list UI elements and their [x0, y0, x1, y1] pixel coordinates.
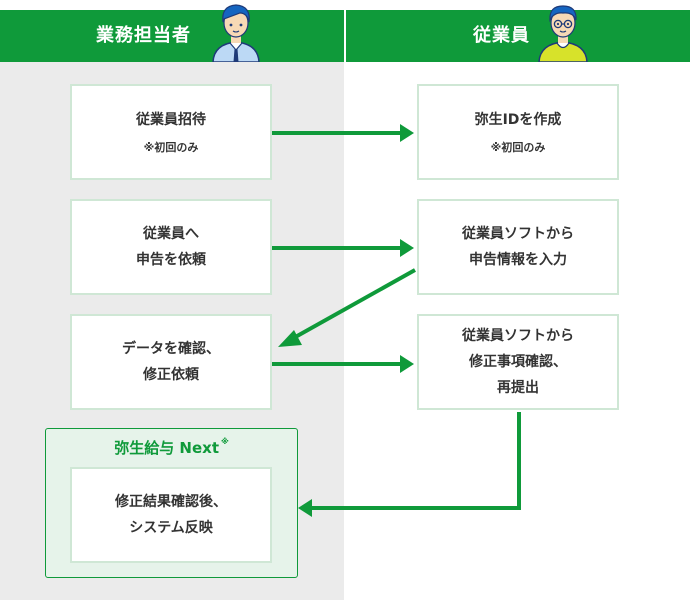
reflect-system-box: 修正結果確認後、 システム反映 — [70, 467, 272, 563]
businessman-avatar-icon — [212, 4, 260, 62]
arrowhead-reflect — [298, 499, 312, 517]
admin-header: 業務担当者 — [0, 10, 344, 62]
resubmit-title: 従業員ソフトから 修正事項確認、 再提出 — [462, 328, 574, 396]
invite-employee-title: 従業員招待 — [136, 112, 206, 128]
yayoi-payroll-next-title: 弥生給与 Next※ — [46, 437, 297, 458]
create-yayoi-id-box: 弥生IDを作成 ※初回のみ — [417, 84, 619, 180]
request-declaration-box: 従業員へ 申告を依頼 — [70, 199, 272, 295]
create-yayoi-id-note: ※初回のみ — [490, 141, 546, 154]
reflect-system-title: 修正結果確認後、 システム反映 — [115, 494, 227, 536]
arrowhead-resubmit — [400, 355, 414, 373]
resubmit-box: 従業員ソフトから 修正事項確認、 再提出 — [417, 314, 619, 410]
arrowhead-create-id — [400, 124, 414, 142]
create-yayoi-id-title: 弥生IDを作成 — [474, 112, 562, 128]
arrow-input-to-review — [289, 268, 416, 342]
employee-avatar-icon — [538, 5, 588, 62]
request-declaration-title: 従業員へ 申告を依頼 — [136, 226, 206, 268]
next-group-title-text: 弥生給与 Next — [114, 439, 219, 457]
employee-header: 従業員 — [346, 10, 690, 62]
invite-employee-box: 従業員招待 ※初回のみ — [70, 84, 272, 180]
arrowhead-review — [278, 330, 302, 347]
invite-employee-note: ※初回のみ — [143, 141, 199, 154]
employee-header-label: 従業員 — [473, 25, 530, 46]
review-data-title: データを確認、 修正依頼 — [122, 341, 220, 383]
arrowhead-input — [400, 239, 414, 257]
arrow-resubmit-to-reflect — [312, 412, 521, 510]
admin-header-label: 業務担当者 — [96, 25, 191, 46]
next-group-note-mark: ※ — [221, 437, 229, 446]
input-declaration-box: 従業員ソフトから 申告情報を入力 — [417, 199, 619, 295]
column-divider — [344, 0, 346, 600]
review-data-box: データを確認、 修正依頼 — [70, 314, 272, 410]
input-declaration-title: 従業員ソフトから 申告情報を入力 — [462, 226, 574, 268]
